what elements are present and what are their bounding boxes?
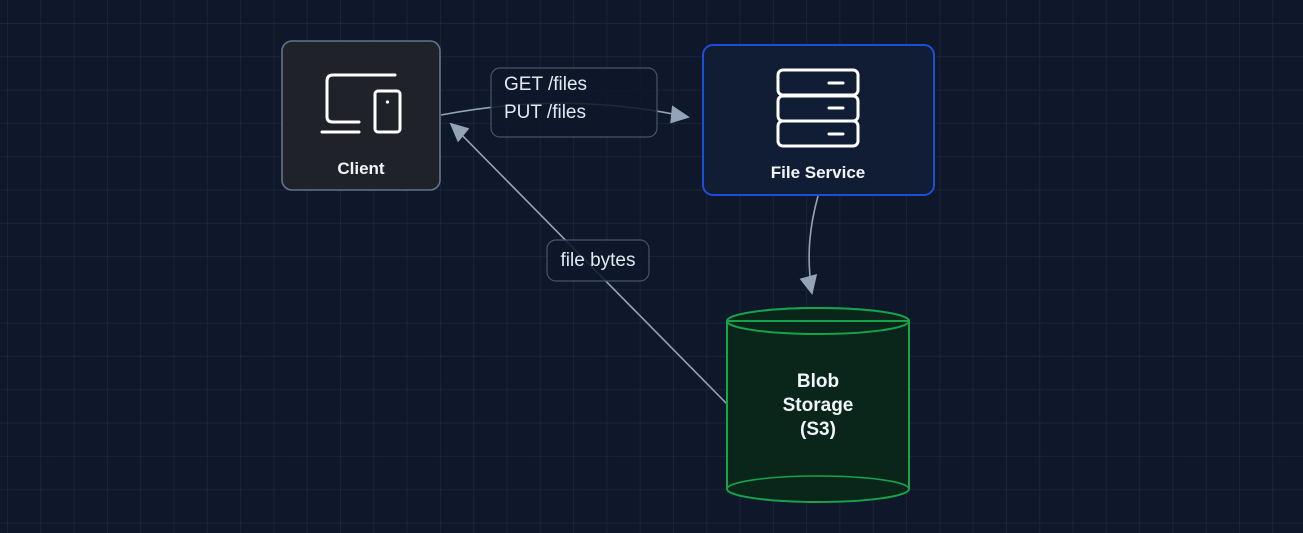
node-blob-storage-label-line-1: Blob [797,371,839,392]
node-blob-storage[interactable]: Blob Storage (S3) [726,307,910,503]
node-file-service[interactable]: File Service [702,44,935,196]
node-client-label: Client [337,159,385,178]
server-icon [776,68,860,148]
devices-icon [320,73,402,134]
node-client-box [281,40,441,191]
edge-label-file-bytes: file bytes [546,239,650,282]
edge-line [799,195,819,295]
node-blob-storage-label-line-3: (S3) [800,419,836,440]
edge-file-service-to-blob-storage[interactable] [799,195,819,295]
edge-label-box [490,67,658,138]
edge-label-text: file bytes [561,250,636,271]
node-client[interactable]: Client [281,40,441,191]
node-blob-storage-label-line-2: Storage [783,395,854,416]
edge-label-line-get: GET /files [504,74,587,95]
edge-label-requests: GET /files PUT /files [490,67,658,138]
edge-label-line-put: PUT /files [504,102,586,123]
edge-label-box [546,239,650,282]
node-file-service-label: File Service [771,163,866,182]
cylinder-bottom-back [726,475,910,490]
